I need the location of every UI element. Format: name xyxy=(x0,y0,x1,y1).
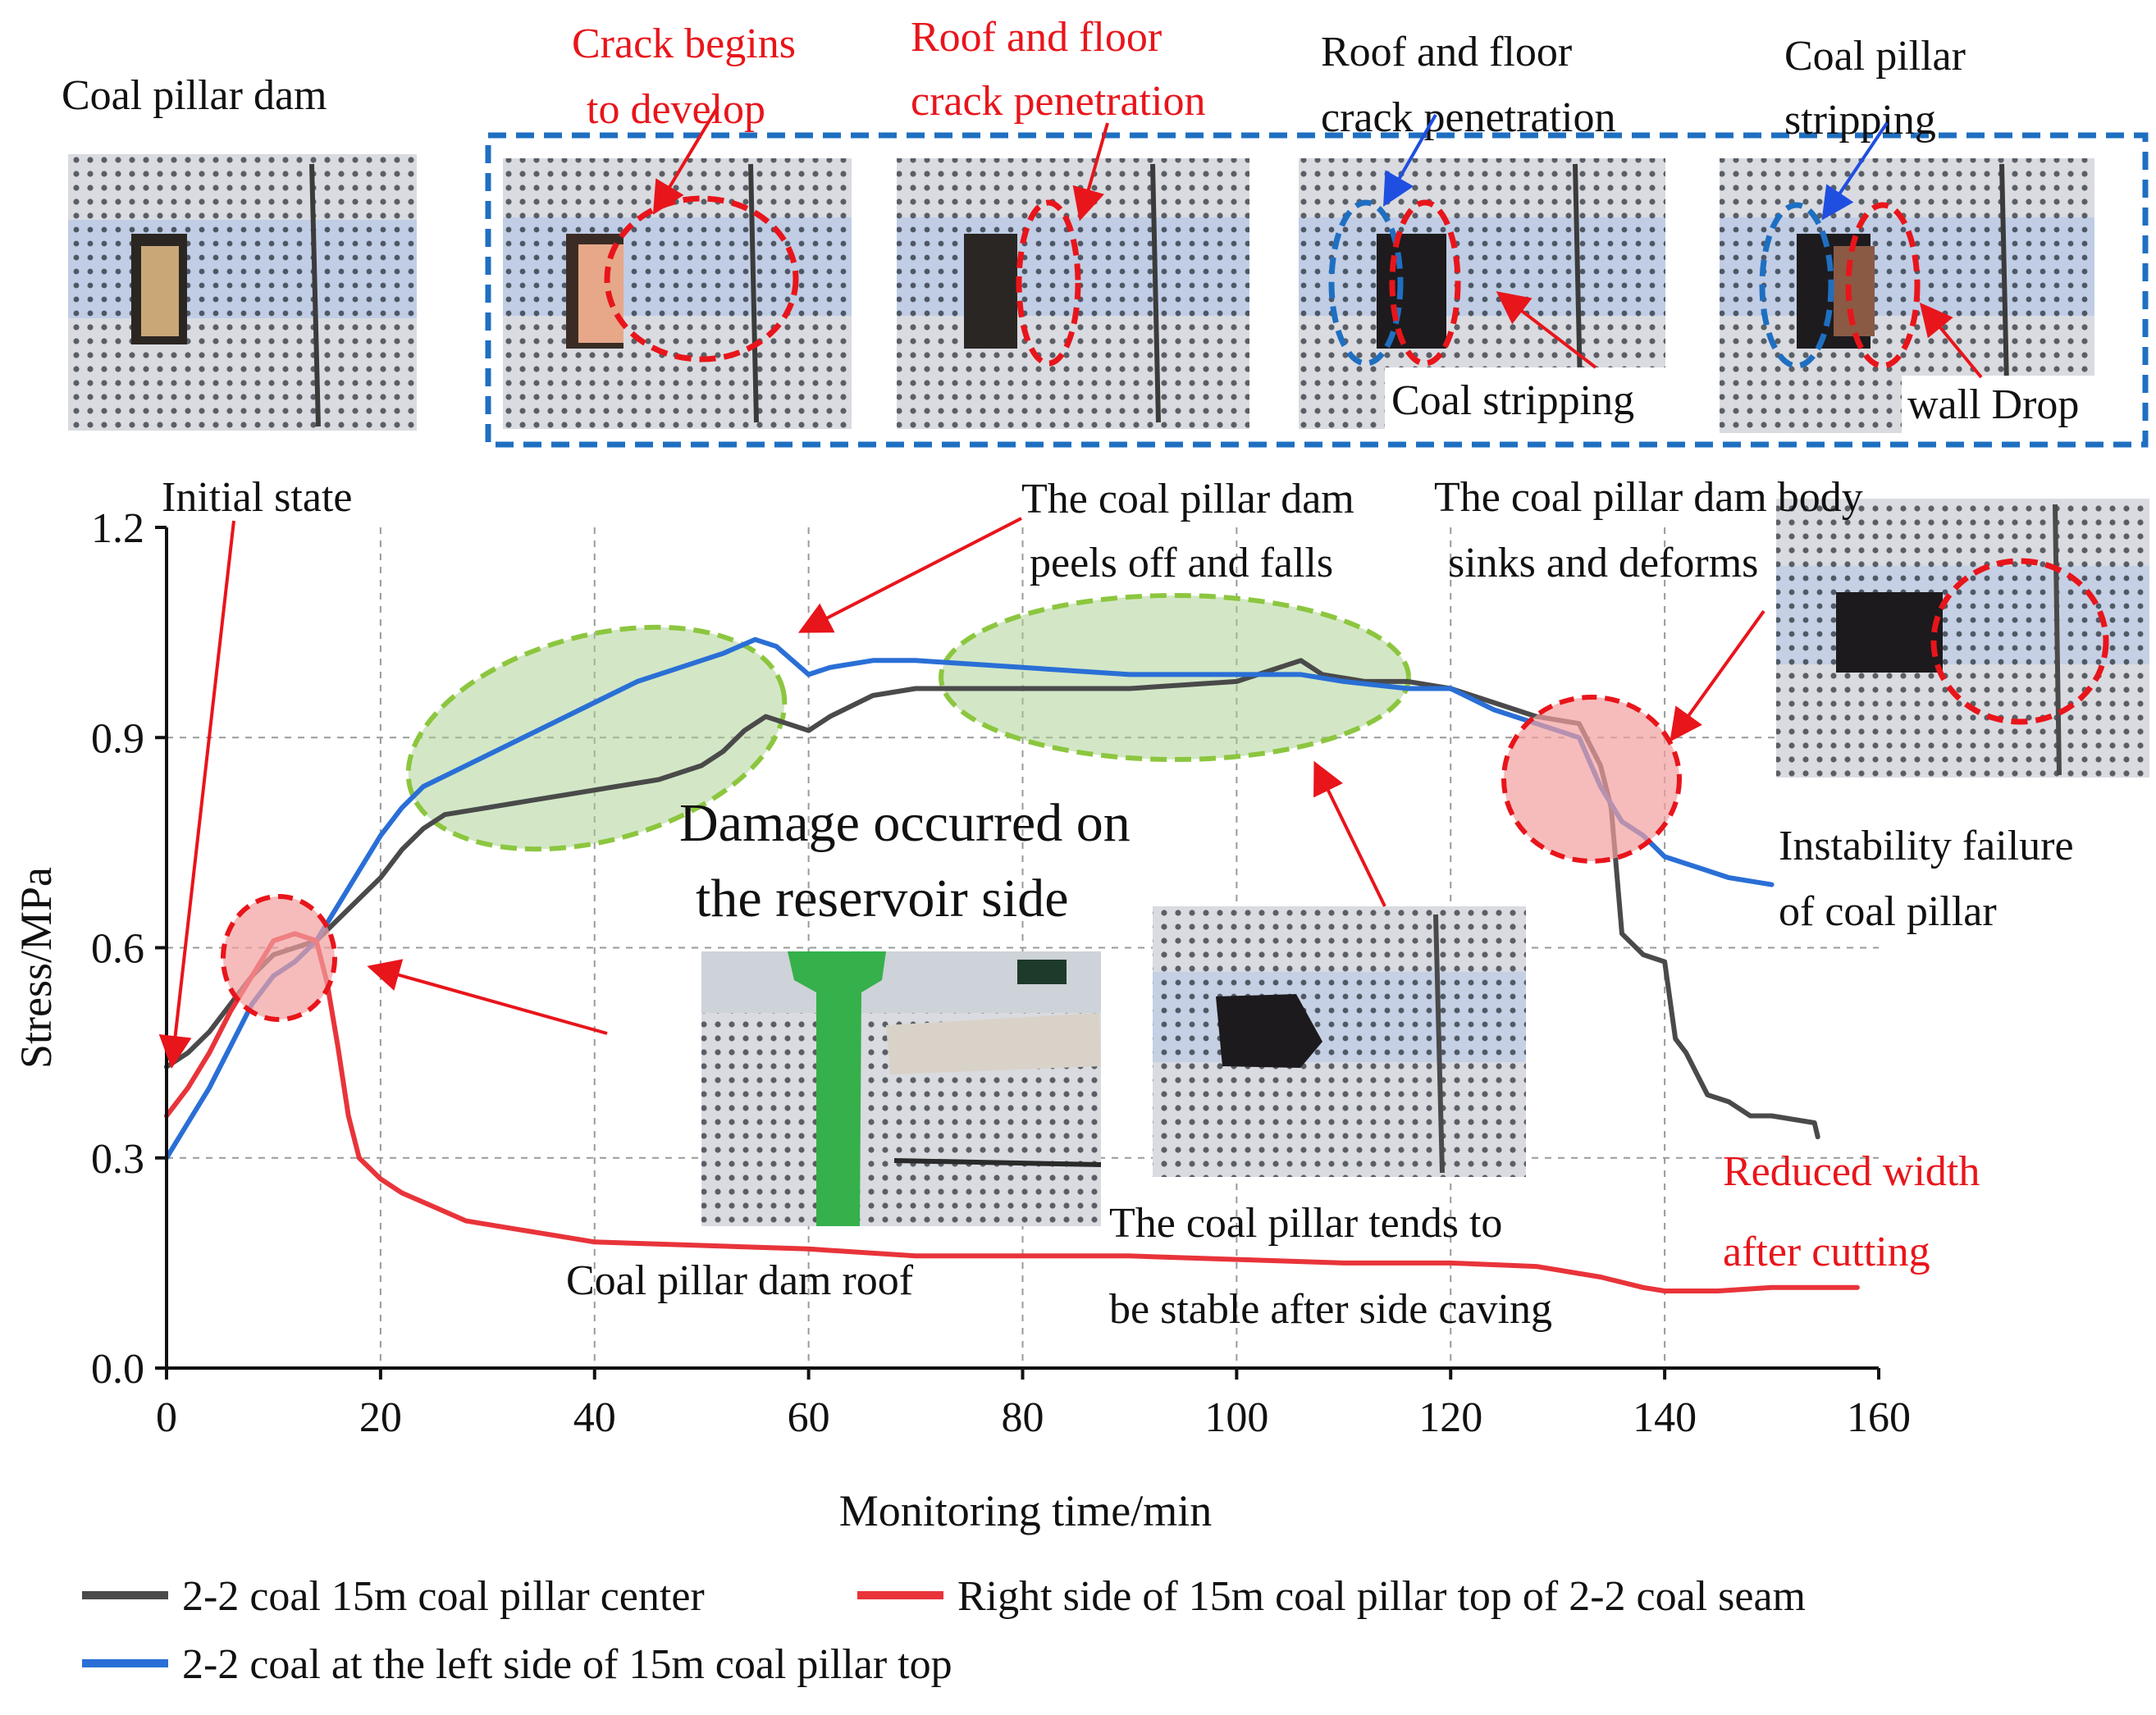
annot-sinks-2: sinks and deforms xyxy=(1448,540,1758,586)
y-tick-label: 1.2 xyxy=(91,505,144,552)
stress-chart: 0 20 40 60 80 100 120 140 160 0.0 0.3 0.6 0.9 1.2 Mon… xyxy=(11,505,1911,1535)
crack-ellipse xyxy=(604,195,799,363)
label-roof-floor-2a: Roof and floor xyxy=(1321,29,1572,75)
legend-label-1: 2-2 coal 15m coal pillar center xyxy=(182,1573,705,1620)
arrow-coal-stripping xyxy=(1496,291,1597,369)
label-roof-floor-1a: Roof and floor xyxy=(911,14,1162,61)
green-ellipse-rising xyxy=(405,624,788,852)
photo-pillar-stripping xyxy=(1720,158,2094,433)
annot-instability-2: of coal pillar xyxy=(1779,888,1997,935)
annot-stable-1: The coal pillar tends to xyxy=(1109,1200,1502,1247)
label-crack-begins-1: Crack begins xyxy=(572,21,796,67)
x-tick-label: 80 xyxy=(1002,1394,1044,1441)
annot-damage-1: Damage occurred on xyxy=(679,793,1131,853)
label-roof-floor-2b: crack penetration xyxy=(1321,94,1615,141)
label-coal-stripping: Coal stripping xyxy=(1391,377,1634,424)
arrow-wall-drop xyxy=(1919,302,1983,379)
y-tick-label: 0.9 xyxy=(91,715,144,762)
arrow-blue-1 xyxy=(1383,114,1437,207)
red-highlights xyxy=(221,695,1682,1022)
crack-penetration-ellipse-1 xyxy=(1016,199,1081,367)
y-tick-label: 0.0 xyxy=(91,1346,144,1393)
photo-crack-begins xyxy=(503,158,852,429)
green-ellipse-plateau xyxy=(939,593,1411,762)
blue-ellipse-1 xyxy=(1328,199,1404,367)
blue-ellipse-2 xyxy=(1759,202,1834,369)
photo-reservoir xyxy=(701,951,1102,1226)
photo-sinks xyxy=(1776,499,2149,778)
red-ellipse-4 xyxy=(1845,202,1921,369)
photo-roof-floor-1 xyxy=(897,158,1249,429)
y-tick-label: 0.6 xyxy=(91,926,144,973)
annot-instability-1: Instability failure xyxy=(1779,823,2074,869)
label-roof-floor-1b: crack penetration xyxy=(911,78,1205,125)
red-ellipse-sinks xyxy=(1930,558,2109,725)
axes xyxy=(155,526,1880,1380)
annot-peels-1: The coal pillar dam xyxy=(1021,476,1354,522)
highlights xyxy=(405,593,1411,852)
x-tick-label: 0 xyxy=(156,1394,177,1441)
x-tick-label: 40 xyxy=(573,1394,616,1441)
label-crack-begins-2: to develop xyxy=(587,86,765,133)
annot-reduced-2: after cutting xyxy=(1723,1229,1930,1275)
arrow-damage xyxy=(367,959,608,1035)
x-tick-label: 20 xyxy=(359,1394,402,1441)
x-axis-label: Monitoring time/min xyxy=(839,1486,1213,1535)
x-tick-label: 60 xyxy=(788,1394,830,1441)
annot-initial-state: Initial state xyxy=(162,474,352,521)
legend-label-3: 2-2 coal at the left side of 15m coal pi… xyxy=(182,1641,952,1688)
arrow-initial-state xyxy=(158,520,235,1069)
annot-dam-roof: Coal pillar dam roof xyxy=(566,1257,914,1304)
legend-label-2: Right side of 15m coal pillar top of 2-2… xyxy=(957,1573,1806,1620)
annot-damage-2: the reservoir side xyxy=(696,869,1069,928)
photo-stable xyxy=(1153,906,1526,1177)
arrow-crack-begins xyxy=(652,105,719,215)
label-pillar-stripping-1: Coal pillar xyxy=(1784,33,1966,80)
arrow-sinks xyxy=(1670,609,1765,742)
label-coal-pillar-dam: Coal pillar dam xyxy=(62,72,327,119)
series-line-1 xyxy=(164,658,1820,1140)
red-ellipse-3 xyxy=(1389,199,1461,367)
legend: 2-2 coal 15m coal pillar center Right sid… xyxy=(82,1573,1806,1688)
tick-labels: 0 20 40 60 80 100 120 140 160 0.0 0.3 0.6 0.9 1.2 xyxy=(91,505,1911,1441)
label-wall-drop: wall Drop xyxy=(1907,381,2079,428)
arrow-peels xyxy=(797,517,1022,633)
red-ellipse-peak xyxy=(221,894,337,1022)
x-tick-label: 140 xyxy=(1633,1394,1697,1441)
annot-stable-2: be stable after side caving xyxy=(1109,1286,1552,1333)
x-tick-label: 160 xyxy=(1847,1394,1911,1441)
wall-drop-box xyxy=(1902,376,2117,435)
label-pillar-stripping-2: stripping xyxy=(1784,97,1936,144)
x-tick-label: 100 xyxy=(1204,1394,1268,1441)
stage-frame xyxy=(485,132,2149,448)
annot-sinks-1: The coal pillar dam body xyxy=(1434,474,1863,521)
photo-dam-initial xyxy=(68,154,417,431)
arrow-blue-2 xyxy=(1821,121,1889,221)
red-ellipse-instability xyxy=(1501,695,1682,864)
arrow-stable xyxy=(1313,760,1386,907)
y-axis-label: Stress/MPa xyxy=(11,867,61,1069)
arrow-roof-floor-1 xyxy=(1072,122,1109,221)
x-tick-label: 120 xyxy=(1418,1394,1482,1441)
annot-peels-2: peels off and falls xyxy=(1030,540,1333,586)
coal-stripping-box xyxy=(1385,367,1680,433)
annot-reduced-1: Reduced width xyxy=(1723,1148,1980,1195)
y-tick-label: 0.3 xyxy=(91,1136,144,1183)
